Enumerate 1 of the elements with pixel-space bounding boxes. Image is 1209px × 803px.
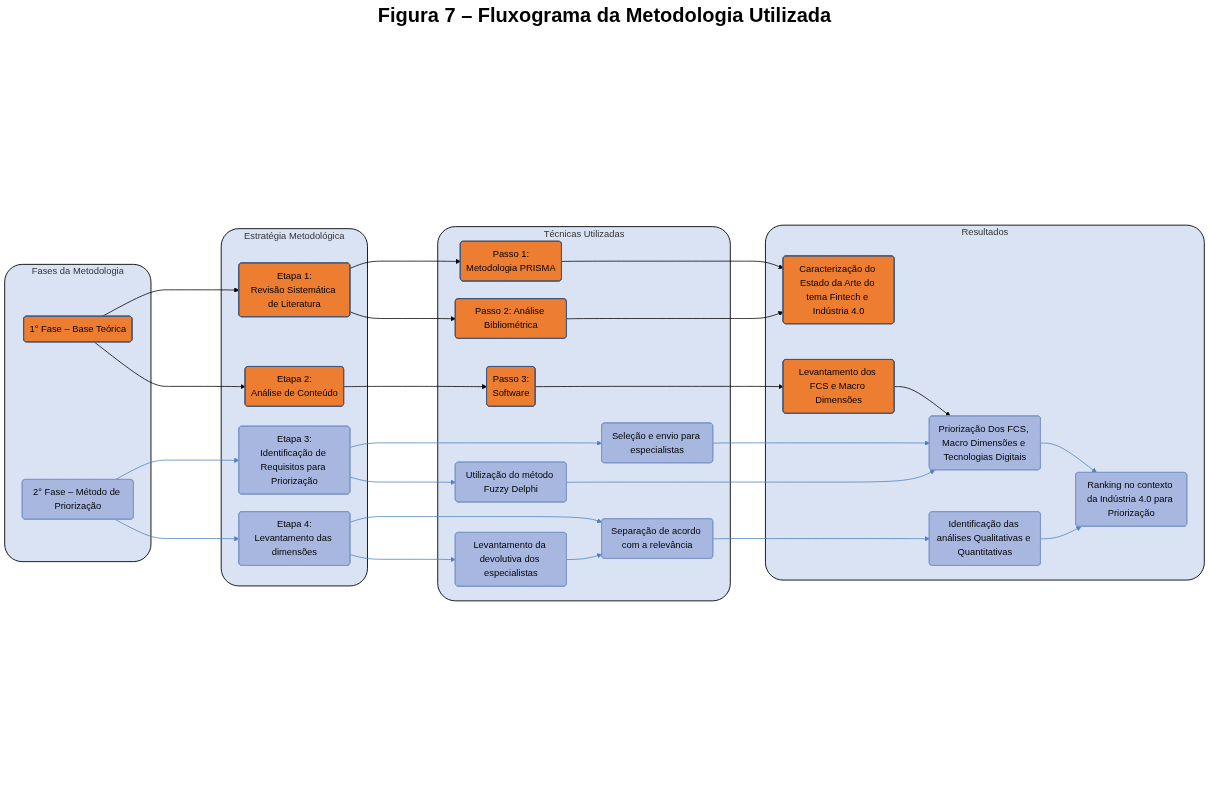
figure-title: Figura 7 – Fluxograma da Metodologia Utilizada	[376, 4, 833, 27]
